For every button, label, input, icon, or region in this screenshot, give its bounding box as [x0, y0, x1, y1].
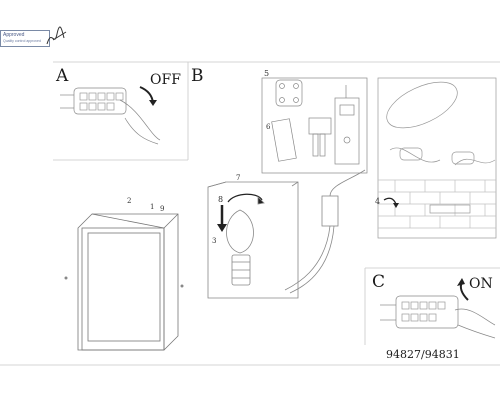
hand-switch-off-icon: [60, 87, 161, 145]
screw-icon: [64, 276, 184, 288]
step-2: 2: [127, 197, 132, 205]
lamp-fixture-icon: [77, 213, 179, 351]
bulb-icon: [226, 193, 265, 286]
off-label: OFF: [150, 72, 181, 88]
step-1: 1: [150, 203, 155, 211]
step-9: 9: [160, 205, 165, 213]
panel-label-b: B: [191, 66, 204, 86]
mounting-bracket-icon: [207, 181, 299, 299]
model-numbers: 94827/94831: [386, 348, 460, 361]
rotate-arrow-icon: [383, 197, 397, 205]
step-6: 6: [266, 123, 271, 131]
step-4: 4: [375, 197, 381, 206]
cable-icon: [284, 169, 366, 294]
signature-icon: [46, 26, 67, 45]
step-8: 8: [218, 195, 224, 204]
step-7: 7: [236, 174, 241, 182]
step-5: 5: [264, 69, 270, 78]
stamp-subtitle: Quality control approved: [3, 39, 41, 43]
on-label: ON: [469, 276, 493, 292]
step-3: 3: [212, 237, 217, 245]
panel-label-c: C: [372, 272, 386, 292]
panel-label-a: A: [56, 66, 69, 86]
magnifier-callout-icon: [377, 77, 497, 239]
stamp-title: Approved: [3, 32, 25, 38]
terminal-block-icon: [261, 77, 368, 174]
hand-switch-on-icon: [380, 295, 496, 339]
frame-lines: [0, 61, 500, 366]
